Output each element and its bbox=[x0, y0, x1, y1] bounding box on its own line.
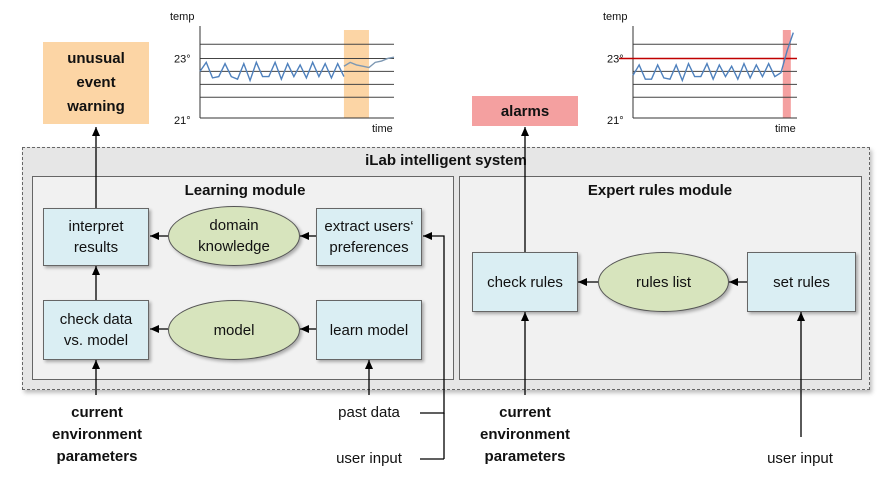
tick-label-low: 21° bbox=[174, 115, 191, 127]
alarms-box: alarms bbox=[472, 96, 578, 126]
current-environment-parameters-right: current environment parameters bbox=[458, 402, 592, 468]
rules-list-ellipse: rules list bbox=[598, 252, 729, 312]
check-rules-box: check rules bbox=[472, 252, 578, 312]
user-input-left-label: user input bbox=[336, 450, 402, 467]
cep-right-line-2: environment bbox=[479, 426, 570, 443]
expert-module-title: Expert rules module bbox=[587, 182, 733, 199]
domain-line-1: domain bbox=[209, 217, 259, 234]
tick-label-high: 23° bbox=[607, 53, 624, 65]
cep-left-line-2: environment bbox=[51, 426, 142, 443]
user-input-right-label: user input bbox=[767, 450, 833, 467]
tick-label-low: 21° bbox=[607, 115, 624, 127]
current-environment-parameters-left: current environment parameters bbox=[30, 402, 164, 468]
domain-knowledge-ellipse: domain knowledge bbox=[168, 206, 300, 266]
warning-line-1: unusual bbox=[67, 50, 125, 67]
cep-right-line-3: parameters bbox=[484, 448, 566, 465]
extract-preferences-box: extract users‘ preferences bbox=[316, 208, 422, 266]
series-line bbox=[343, 56, 395, 69]
extract-line-2: preferences bbox=[329, 239, 409, 256]
y-axis-label: temp bbox=[170, 11, 194, 23]
interpret-line-1: interpret bbox=[68, 218, 124, 235]
series-line bbox=[199, 60, 345, 83]
tick-label-high: 23° bbox=[174, 53, 191, 65]
warning-line-2: event bbox=[76, 74, 116, 91]
check-data-box: check data vs. model bbox=[43, 300, 149, 360]
check-data-line-1: check data bbox=[59, 311, 133, 328]
cep-left-line-3: parameters bbox=[56, 448, 138, 465]
highlight-band bbox=[782, 30, 791, 118]
check-data-line-2: vs. model bbox=[63, 332, 129, 349]
set-rules-box: set rules bbox=[747, 252, 856, 312]
temperature-chart-rules: temp 23° 21° time bbox=[603, 11, 797, 135]
domain-line-2: knowledge bbox=[198, 238, 270, 255]
learn-model-label: learn model bbox=[329, 321, 409, 339]
learning-module-title: Learning module bbox=[184, 182, 306, 199]
rules-list-label: rules list bbox=[635, 273, 691, 291]
past-data-label: past data bbox=[338, 404, 400, 421]
warning-line-3: warning bbox=[67, 98, 125, 115]
model-ellipse: model bbox=[168, 300, 300, 360]
model-label: model bbox=[213, 321, 255, 339]
cep-right-line-1: current bbox=[499, 404, 551, 421]
cep-left-line-1: current bbox=[71, 404, 123, 421]
interpret-line-2: results bbox=[73, 239, 119, 256]
check-rules-label: check rules bbox=[487, 273, 563, 291]
learn-model-box: learn model bbox=[316, 300, 422, 360]
system-title: iLab intelligent system bbox=[365, 152, 527, 169]
temperature-chart-learning: temp 23° 21° time bbox=[170, 11, 395, 135]
series-line bbox=[632, 32, 794, 83]
alarms-label: alarms bbox=[500, 102, 550, 120]
interpret-results-box: interpret results bbox=[43, 208, 149, 266]
y-axis-label: temp bbox=[603, 11, 627, 23]
x-axis-label: time bbox=[372, 123, 393, 135]
set-rules-label: set rules bbox=[773, 273, 830, 291]
unusual-event-warning: unusual event warning bbox=[43, 42, 149, 124]
extract-line-1: extract users‘ bbox=[324, 218, 414, 235]
x-axis-label: time bbox=[775, 123, 796, 135]
